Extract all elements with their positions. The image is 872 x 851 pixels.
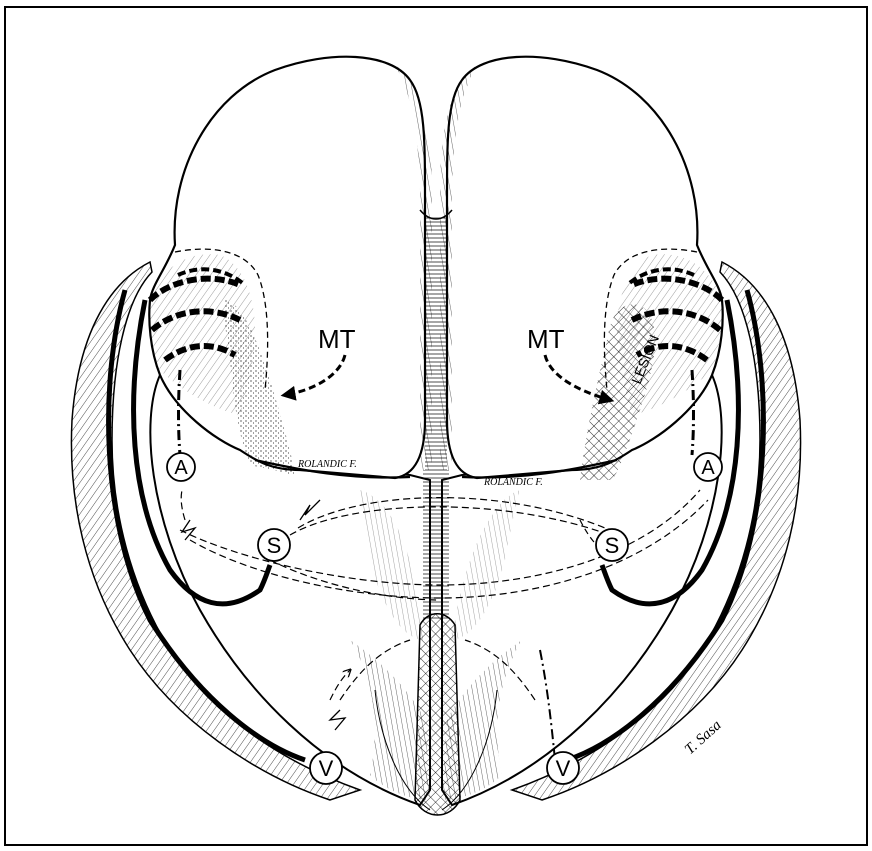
- node-a-left: A: [167, 453, 195, 481]
- svg-text:A: A: [174, 457, 188, 479]
- node-v-left: V: [310, 752, 342, 784]
- cerebellum: [415, 614, 460, 815]
- artist-signature: T. Sasa: [682, 717, 725, 758]
- node-s-left: S: [258, 529, 290, 561]
- svg-text:S: S: [267, 533, 282, 558]
- mt-label-left: MT: [318, 324, 356, 354]
- node-v-right: V: [547, 752, 579, 784]
- left-hemisphere: [71, 57, 432, 805]
- right-hemisphere: [440, 57, 801, 805]
- rolandic-label-right: ROLANDIC F.: [483, 477, 543, 488]
- node-s-right: S: [596, 529, 628, 561]
- mt-label-right: MT: [527, 324, 565, 354]
- svg-text:S: S: [605, 533, 620, 558]
- svg-text:V: V: [556, 756, 571, 781]
- svg-text:V: V: [319, 756, 334, 781]
- rolandic-label-left: ROLANDIC F.: [297, 459, 357, 470]
- node-a-right: A: [694, 453, 722, 481]
- svg-text:A: A: [701, 457, 715, 479]
